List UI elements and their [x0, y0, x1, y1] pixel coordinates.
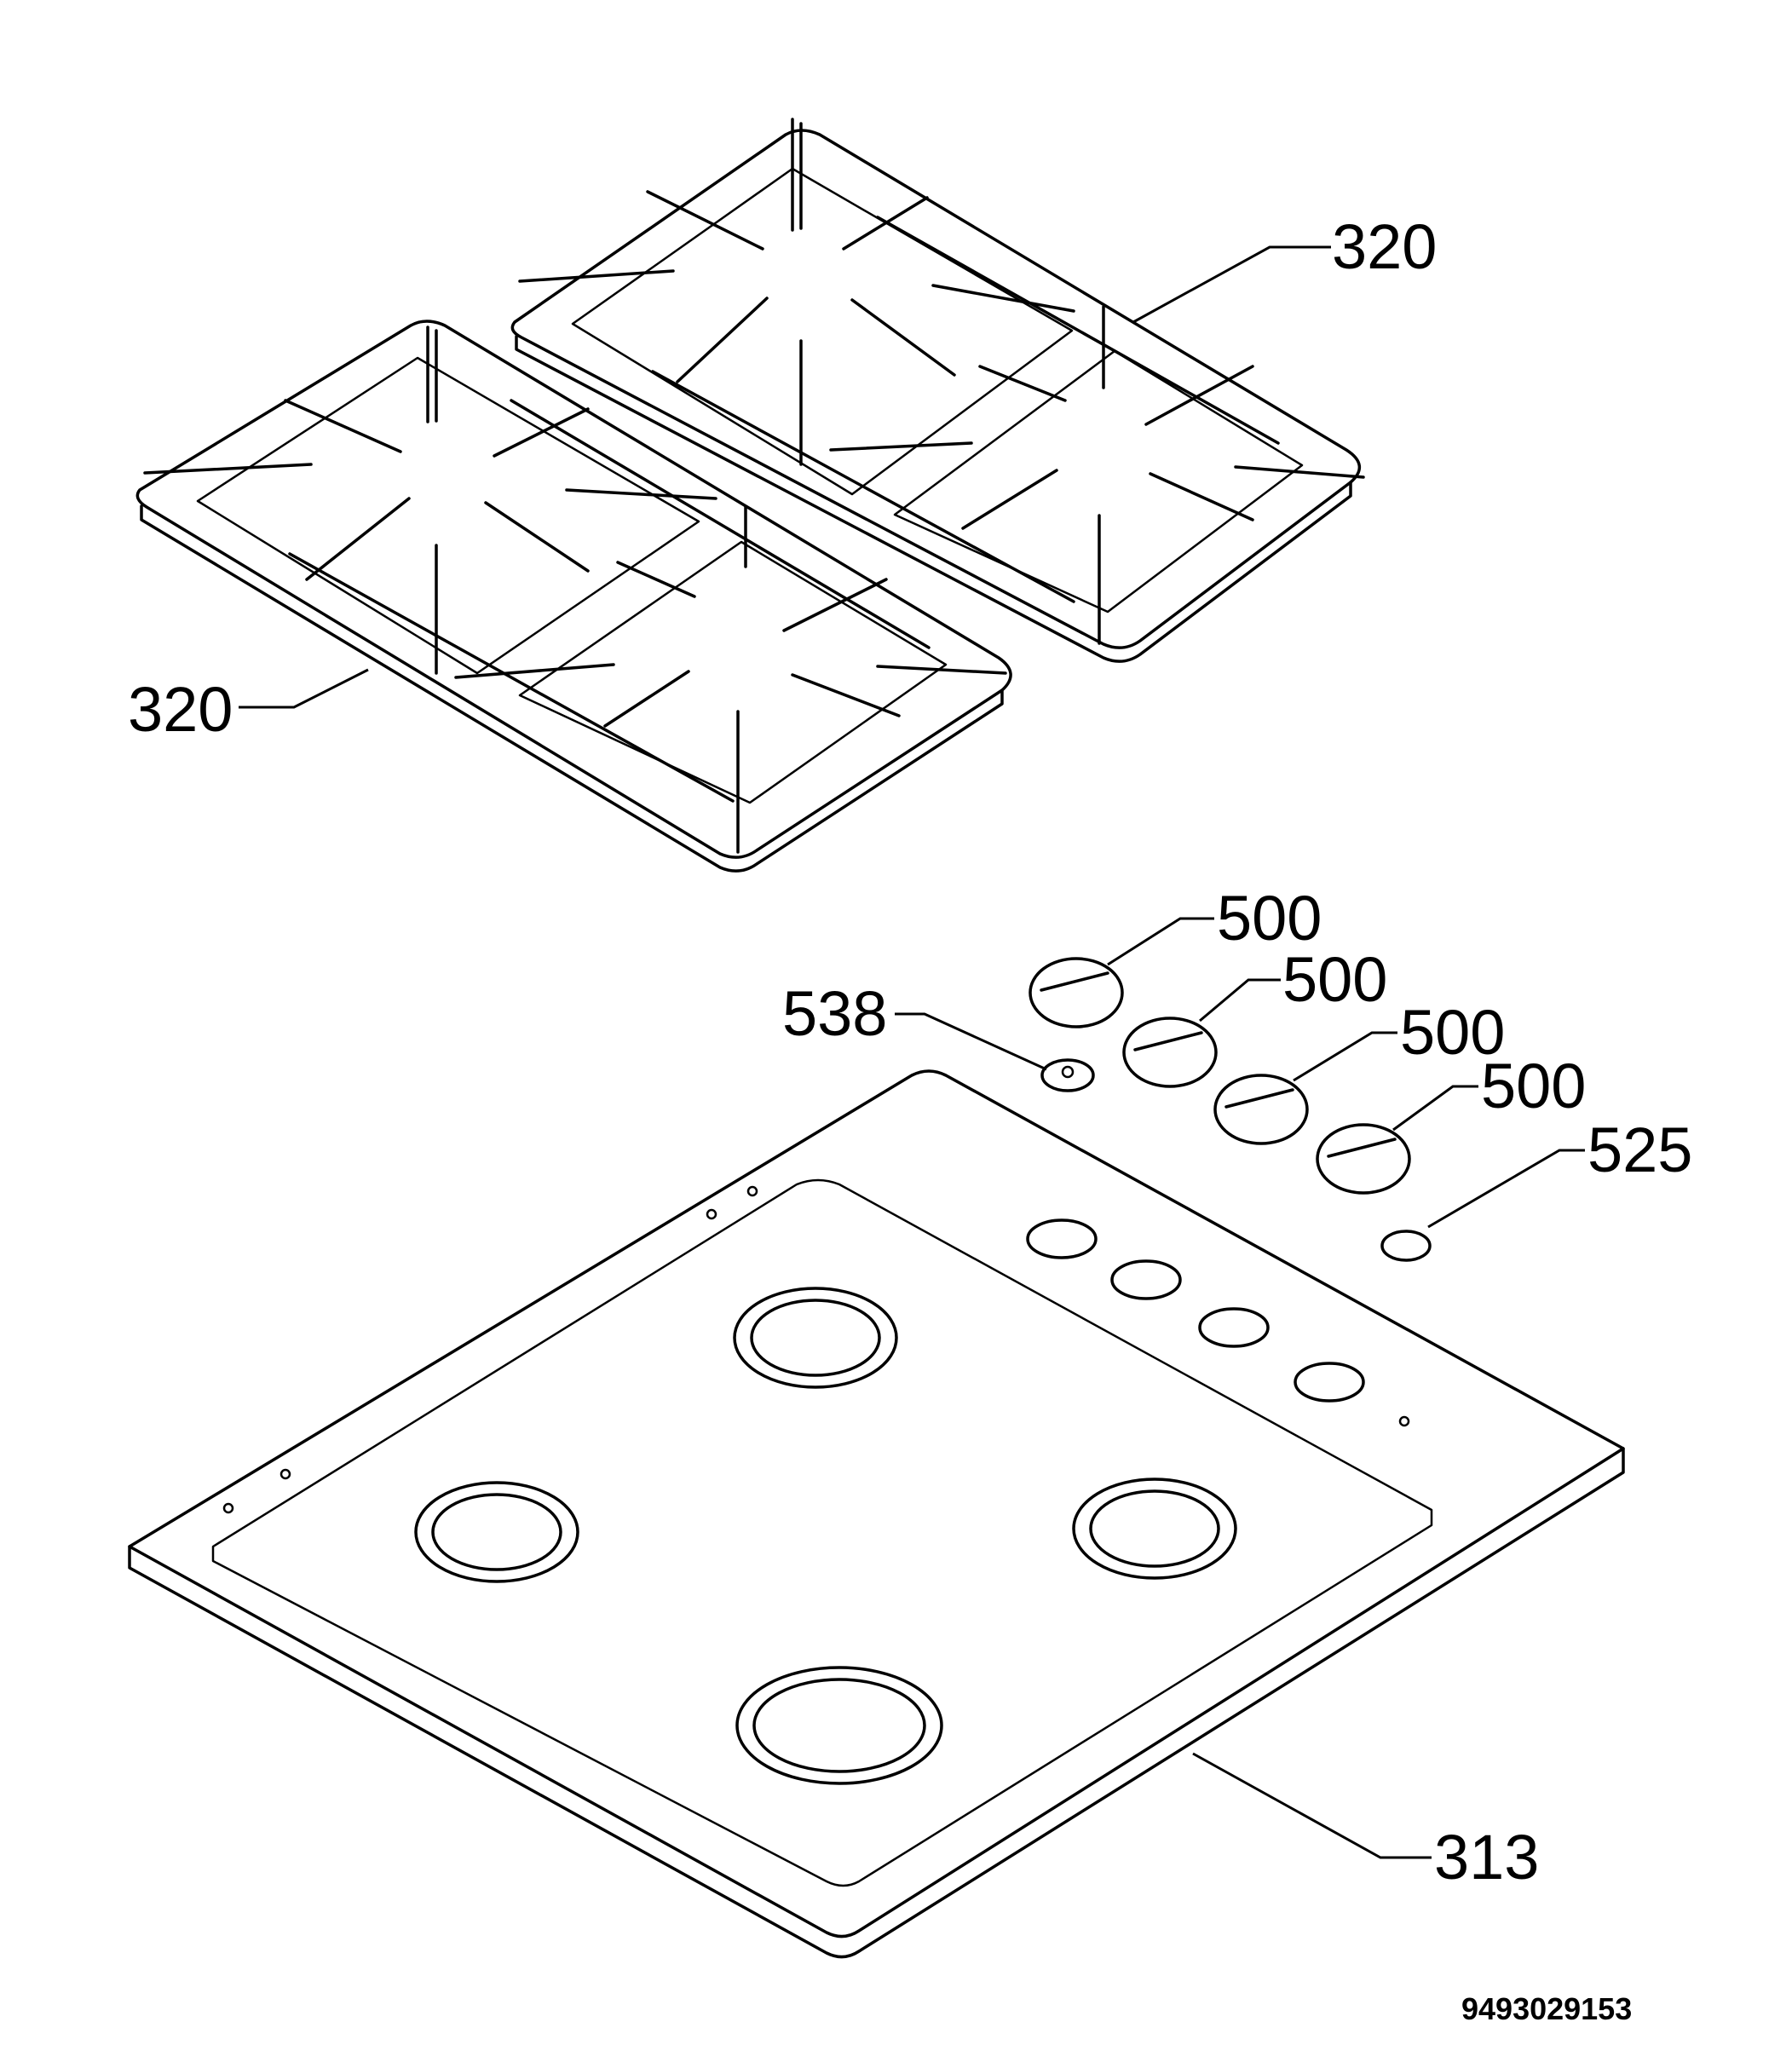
knob-hole-1: [1026, 1218, 1098, 1259]
callout-320-upper: 320: [1332, 211, 1437, 282]
callout-538: 538: [782, 978, 887, 1049]
control-knob-1: [1029, 957, 1124, 1028]
burner-hole-right: [1072, 1478, 1237, 1580]
control-knob-4: [1316, 1123, 1411, 1195]
callout-500-3: 500: [1400, 997, 1505, 1068]
pan-support-grid-upper: [510, 118, 1365, 663]
callout-525: 525: [1587, 1115, 1692, 1185]
cap: [1380, 1230, 1432, 1262]
burner-hole-left: [414, 1481, 579, 1583]
callout-500-2: 500: [1282, 944, 1387, 1015]
callout-320-lower: 320: [128, 674, 233, 745]
burner-hole-front: [735, 1666, 943, 1785]
burner-hole-rear: [733, 1287, 898, 1389]
knob-hole-4: [1294, 1362, 1365, 1403]
knob-hole-3: [1198, 1307, 1270, 1348]
pan-support-grid-lower: [135, 320, 1012, 873]
knob-hole-2: [1110, 1259, 1182, 1300]
callout-500-1: 500: [1217, 883, 1322, 953]
callout-500-4: 500: [1481, 1051, 1586, 1121]
callout-313: 313: [1434, 1822, 1539, 1892]
spark-button: [1040, 1058, 1095, 1092]
document-number: 9493029153: [1461, 1991, 1632, 2026]
control-knob-3: [1213, 1074, 1309, 1145]
control-knob-2: [1122, 1017, 1218, 1088]
hob-top-plate: [128, 1069, 1625, 1959]
